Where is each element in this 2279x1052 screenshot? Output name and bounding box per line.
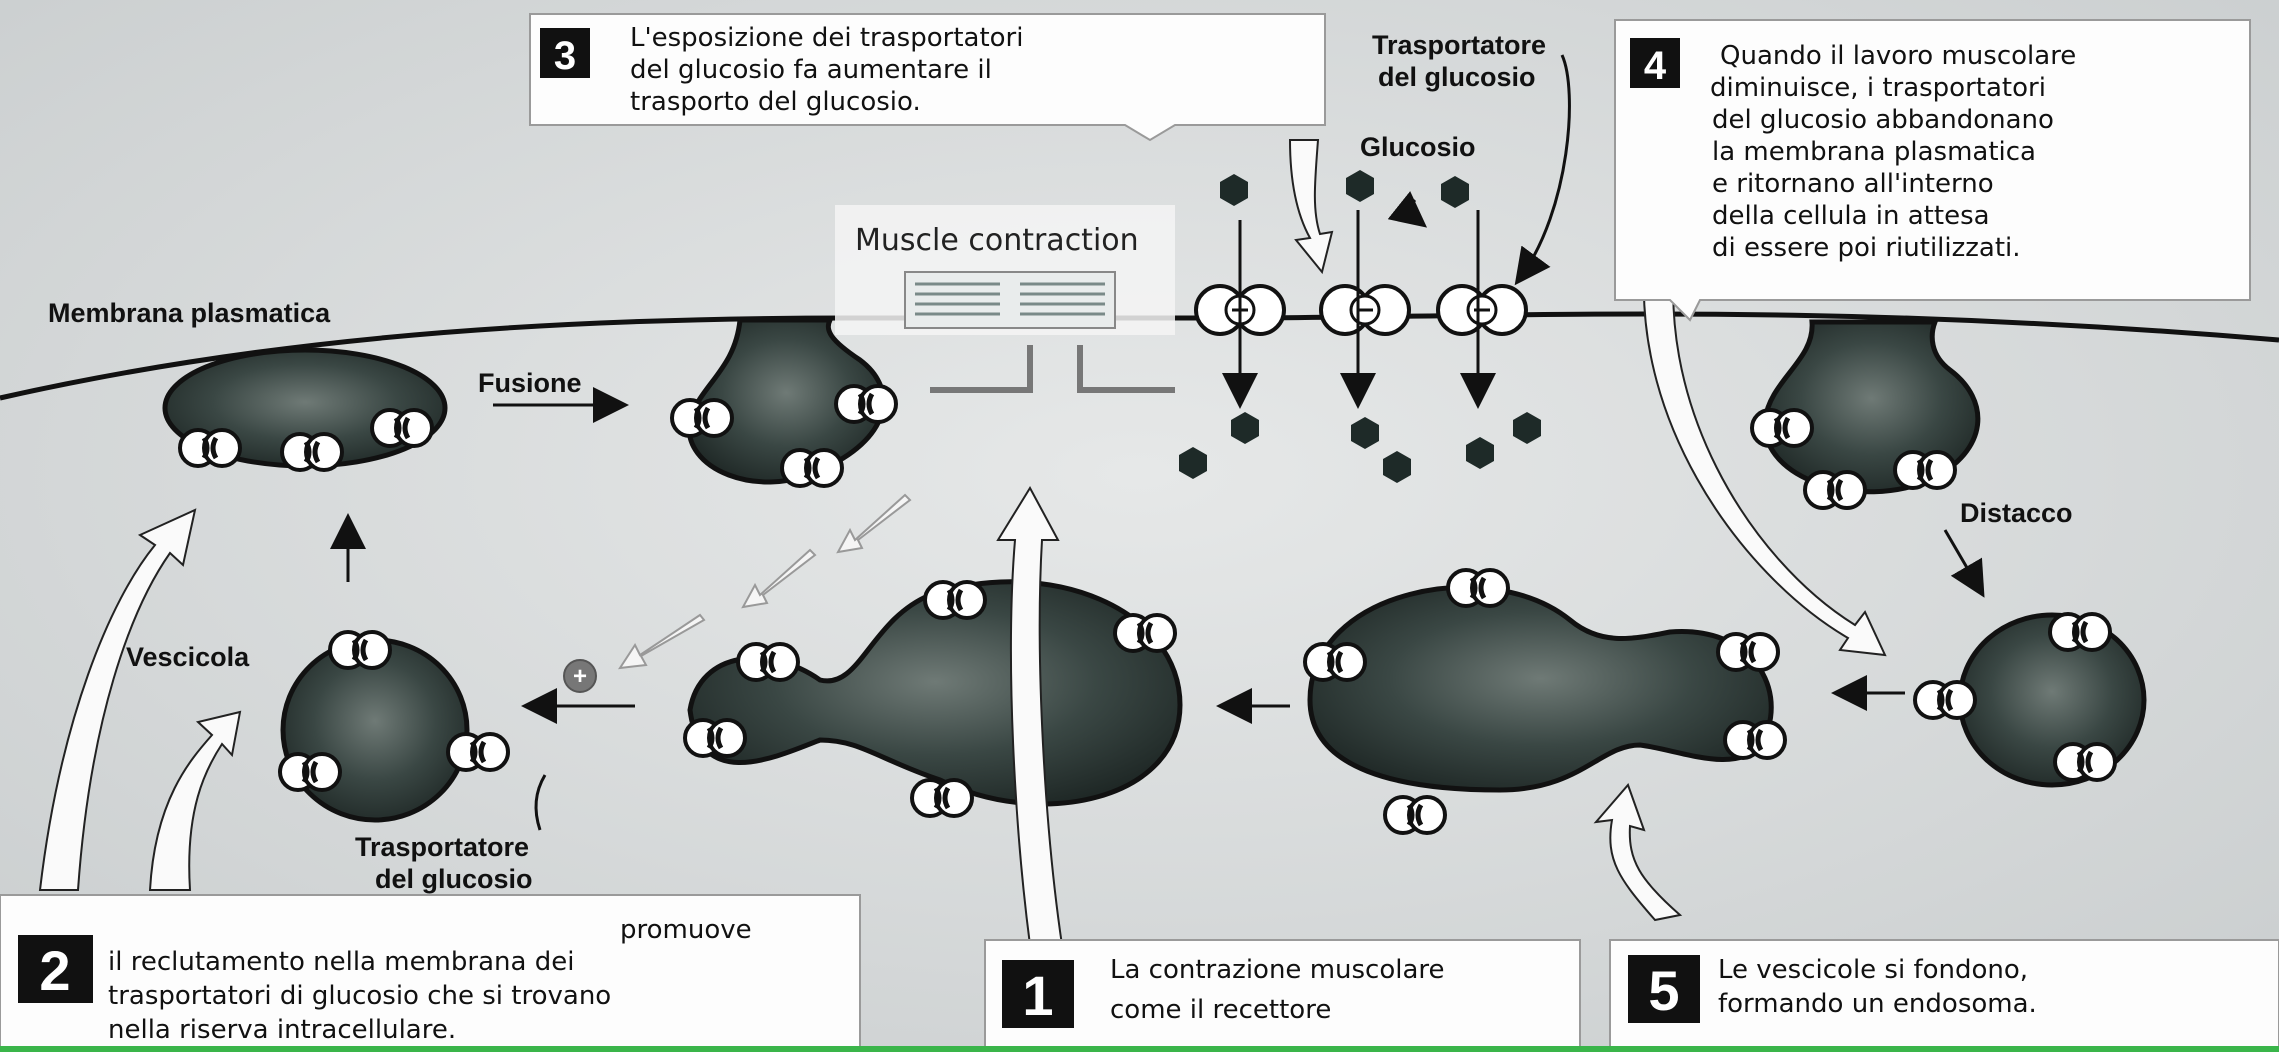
step-4-number: 4 [1644, 44, 1667, 88]
svg-text:il reclutamento nella membrana: il reclutamento nella membrana dei [108, 947, 574, 977]
transporter-top-label-1: Trasportatore [1372, 30, 1546, 60]
svg-text:promuove: promuove [620, 915, 752, 945]
svg-text:Quando il lavoro muscolare: Quando il lavoro muscolare [1720, 41, 2076, 71]
svg-text:L'esposizione dei trasportator: L'esposizione dei trasportatori [630, 23, 1023, 53]
step-3-number: 3 [554, 34, 576, 78]
callout-step-1: 1 La contrazione muscolare come il recet… [985, 940, 1580, 1052]
svg-text:di essere poi riutilizzati.: di essere poi riutilizzati. [1712, 233, 2021, 263]
callout-step-4: 4 Quando il lavoro muscolare diminuisce,… [1615, 20, 2250, 320]
svg-text:+: + [573, 663, 587, 690]
step-2-number: 2 [39, 939, 70, 1002]
membrane-vesicle-left [165, 350, 445, 470]
callout-step-2: 2 promuove il reclutamento nella membran… [0, 895, 860, 1052]
svg-text:diminuisce, i trasportatori: diminuisce, i trasportatori [1710, 73, 2046, 103]
transporter-top-label-2: del glucosio [1378, 62, 1536, 92]
svg-text:La contrazione muscolare: La contrazione muscolare [1110, 955, 1445, 985]
step-1-number: 1 [1022, 964, 1053, 1027]
muscle-contraction-label: Muscle contraction [855, 223, 1139, 258]
transporter-bottom-label-2: del glucosio [375, 864, 533, 894]
svg-text:Le vescicole si fondono,: Le vescicole si fondono, [1718, 955, 2028, 985]
bottom-accent-line [0, 1046, 2279, 1052]
vesicle-label: Vescicola [126, 642, 250, 672]
svg-text:nella riserva intracellulare.: nella riserva intracellulare. [108, 1015, 456, 1045]
svg-text:come il recettore: come il recettore [1110, 995, 1331, 1025]
svg-text:trasporto del glucosio.: trasporto del glucosio. [630, 87, 921, 117]
svg-text:trasportatori di glucosio che: trasportatori di glucosio che si trovano [108, 981, 611, 1011]
svg-text:la membrana plasmatica: la membrana plasmatica [1712, 137, 2036, 167]
callout-step-3: 3 L'esposizione dei trasportatori del gl… [530, 14, 1325, 140]
callout-step-5: 5 Le vescicole si fondono, formando un e… [1610, 940, 2279, 1052]
plus-icon: + [564, 660, 596, 692]
fusion-label: Fusione [478, 368, 582, 398]
glucose-label: Glucosio [1360, 132, 1476, 162]
svg-text:del glucosio abbandonano: del glucosio abbandonano [1712, 105, 2054, 135]
step-5-number: 5 [1648, 959, 1679, 1022]
detachment-label: Distacco [1960, 498, 2073, 528]
svg-text:e ritornano all'interno: e ritornano all'interno [1712, 169, 1994, 199]
svg-text:formando un endosoma.: formando un endosoma. [1718, 989, 2037, 1019]
svg-text:della cellula in attesa: della cellula in attesa [1712, 201, 1990, 231]
svg-text:del glucosio fa aumentare il: del glucosio fa aumentare il [630, 55, 992, 85]
membrane-label: Membrana plasmatica [48, 298, 331, 328]
transporter-bottom-label-1: Trasportatore [355, 832, 529, 862]
